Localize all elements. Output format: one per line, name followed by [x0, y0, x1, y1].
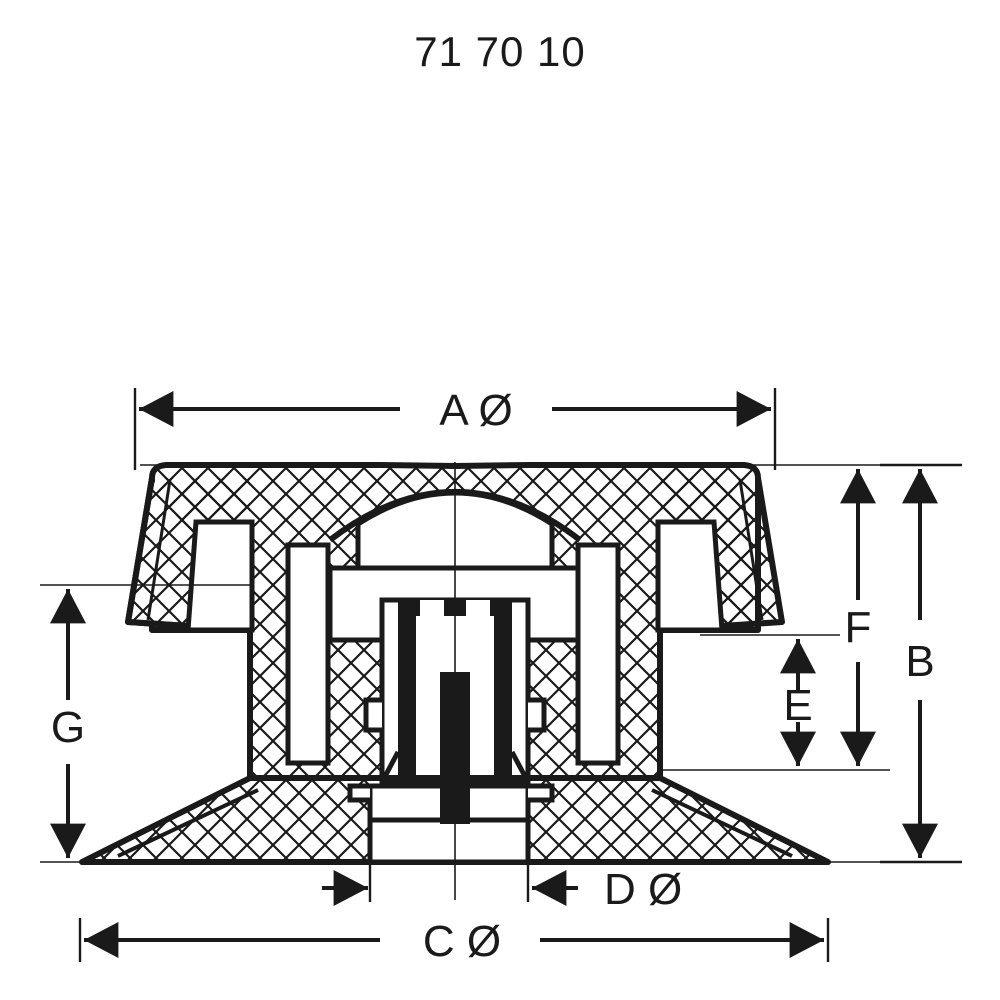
dimension-A: A Ø [139, 386, 771, 435]
dimension-G: G [50, 589, 86, 858]
insert-shoulder-right [528, 697, 547, 733]
dimension-C: C Ø [84, 917, 824, 966]
left-thread-flank [398, 600, 416, 780]
thread-notch-left [420, 600, 444, 622]
dim-B-label: B [905, 637, 934, 686]
dim-F-label: F [845, 603, 872, 652]
right-wing-inner-contour [738, 479, 764, 621]
left-wing-cavity [185, 519, 255, 633]
right-rib-slot [575, 542, 621, 766]
insert-shoulder-left [363, 697, 382, 733]
knob-body-group [79, 462, 831, 900]
dimension-B: B [902, 469, 938, 858]
dim-D-label: D Ø [604, 865, 682, 914]
dim-E-label: E [783, 681, 812, 730]
base-boss-step-left [347, 783, 370, 803]
right-thread-flank [494, 600, 512, 780]
left-wing-inner-contour [146, 479, 172, 621]
dim-G-label: G [51, 703, 85, 752]
dim-C-label: C Ø [423, 917, 501, 966]
dimension-D: D Ø [322, 865, 682, 914]
dim-A-label: A Ø [439, 386, 512, 435]
left-rib-slot [285, 542, 331, 766]
thread-notch-right [466, 600, 490, 622]
right-wing-cavity [655, 519, 725, 633]
base-bore-opening [367, 817, 531, 865]
dimension-E: E [780, 639, 816, 766]
base-flange-inner-edge [117, 788, 793, 858]
dimension-F: F [840, 469, 876, 766]
page-title: 71 70 10 [414, 28, 586, 75]
base-boss-step-right [528, 783, 555, 803]
reference-lines-group [40, 388, 962, 962]
